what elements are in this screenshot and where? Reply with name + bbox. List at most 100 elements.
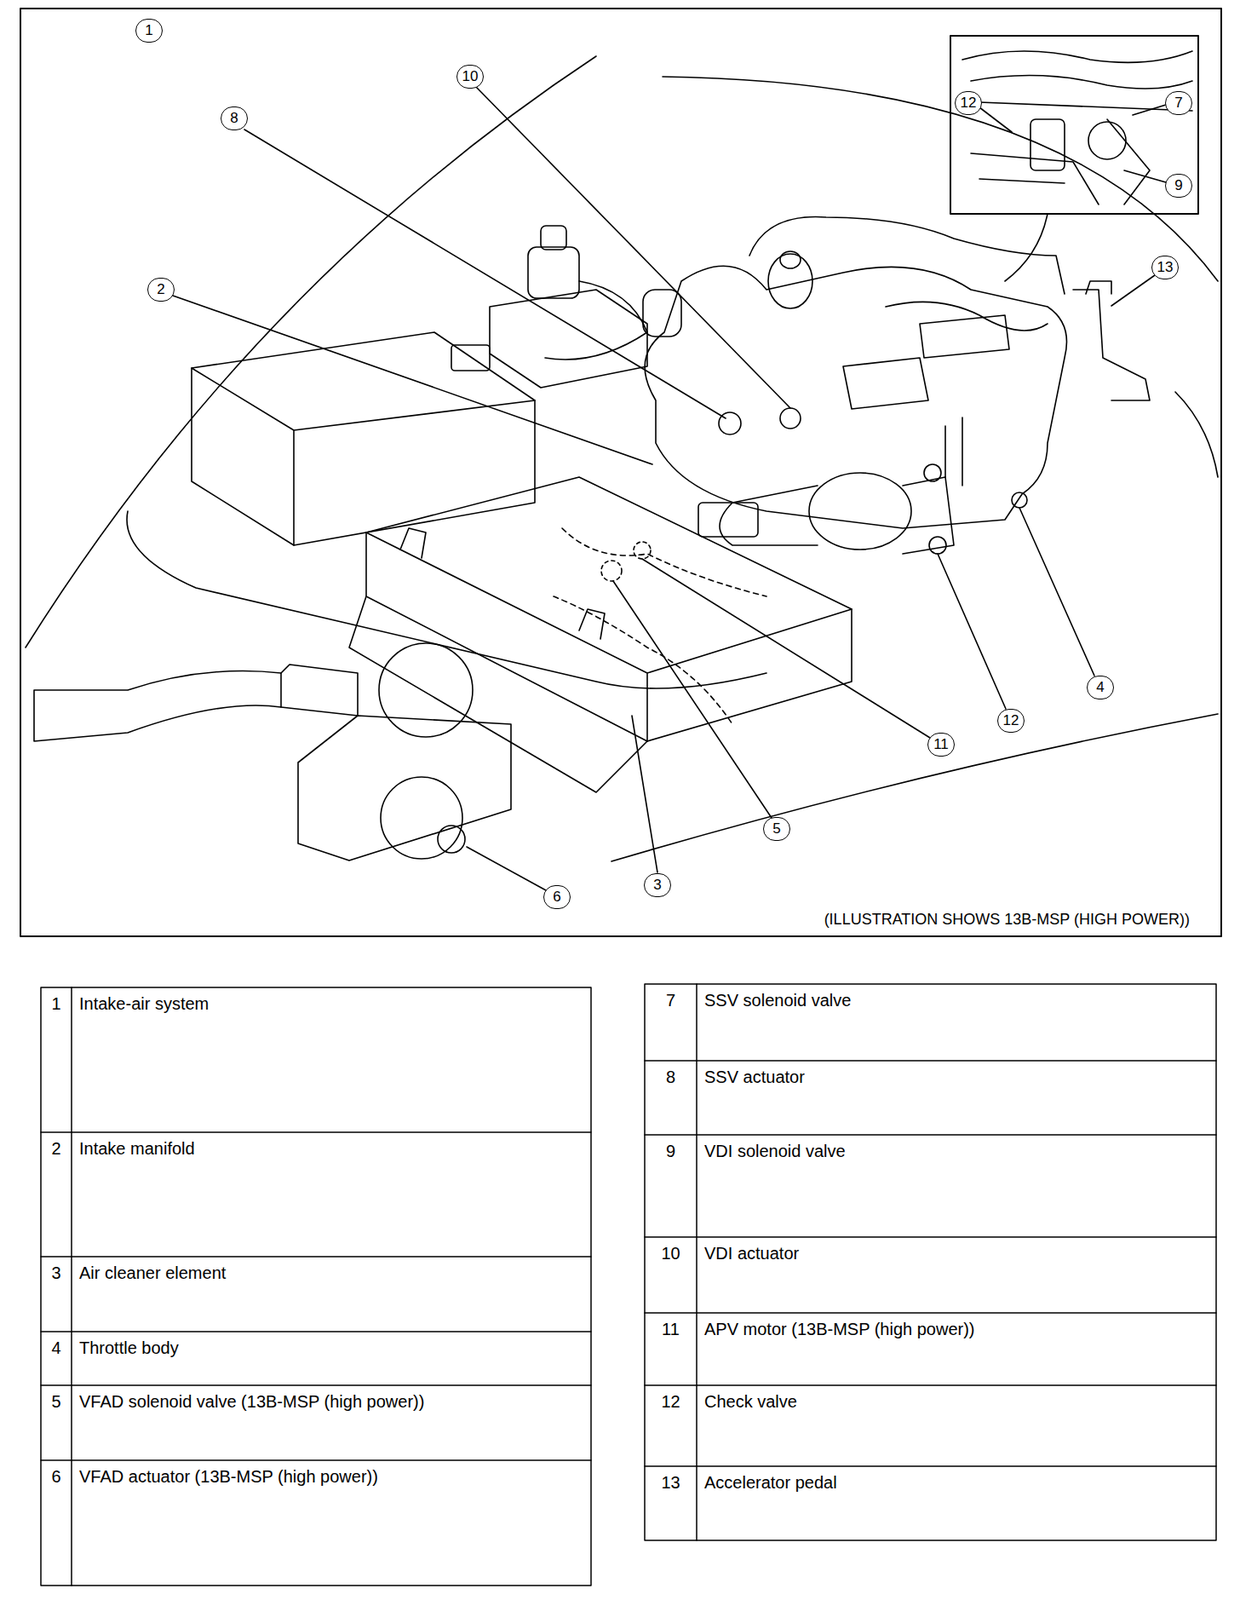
reservoir-cap (540, 225, 567, 250)
leader-line (1019, 507, 1095, 676)
callout-number: 2 (147, 277, 175, 302)
master-cylinder (489, 289, 648, 388)
battery (191, 367, 535, 546)
throttle-body (902, 476, 954, 554)
cowl-line (662, 76, 1218, 282)
callout-number: 8 (220, 106, 248, 131)
table-cell: VDI actuator (697, 1237, 1216, 1269)
filler-cap (768, 253, 813, 309)
table-cell: Intake-air system (72, 987, 591, 1019)
vfad-solenoid (601, 560, 622, 581)
table-cell: 2 (41, 1132, 71, 1164)
battery (191, 332, 535, 546)
table-cell: 4 (41, 1331, 71, 1363)
air-cleaner (366, 532, 852, 741)
callout-number: 5 (763, 816, 791, 841)
callout-number: 1 (135, 18, 163, 43)
table-cell: 6 (41, 1460, 71, 1492)
vfad-housing (378, 642, 473, 737)
accelerator-pedal (1073, 281, 1150, 401)
check-valve (1011, 492, 1028, 508)
leader-line (642, 558, 930, 738)
pipe (885, 301, 1048, 331)
vfad-actuator (437, 825, 465, 853)
intake-duct (34, 671, 282, 742)
inset-detail (1088, 121, 1126, 160)
vdi-actuator (780, 407, 801, 429)
body-line (611, 713, 1218, 862)
inset-detail (962, 51, 1193, 205)
callout-number: 9 (1165, 173, 1193, 198)
table-cell: VFAD solenoid valve (13B-MSP (high power… (72, 1385, 591, 1417)
callout-number: 10 (456, 64, 484, 89)
inset-frame (950, 35, 1199, 214)
table-cell: 8 (645, 1061, 696, 1092)
leader-line (1124, 170, 1166, 183)
leader-line (1132, 104, 1166, 115)
parts-table (40, 983, 1217, 1585)
clip (400, 528, 605, 639)
leader-line (1111, 275, 1155, 306)
inset-detail (1030, 119, 1065, 171)
callout-number: 12 (997, 708, 1025, 733)
callout-number: 7 (1165, 91, 1193, 115)
table-cell: Accelerator pedal (697, 1466, 1216, 1498)
callout-number: 13 (1151, 255, 1179, 280)
air-cleaner (366, 476, 852, 741)
body-line (1175, 391, 1218, 477)
table-cell: Intake manifold (72, 1132, 591, 1164)
leader-line (244, 129, 726, 419)
duct-joint (281, 664, 358, 716)
reservoir (528, 246, 580, 299)
bracket (919, 315, 1010, 358)
sensor (698, 502, 758, 537)
leader-line (476, 86, 791, 408)
table-cell: 12 (645, 1385, 696, 1417)
air-cleaner-lower (349, 596, 648, 793)
hose (545, 281, 648, 360)
table-cell: 10 (645, 1237, 696, 1269)
leader-line (172, 295, 653, 465)
inset-pointer (1004, 213, 1048, 282)
table-cell: Throttle body (72, 1331, 591, 1363)
callout-number: 6 (543, 884, 571, 909)
hidden-outline (553, 528, 767, 724)
apv-motor (633, 541, 651, 559)
table-cell: Air cleaner element (72, 1257, 591, 1288)
frame (20, 8, 1222, 936)
table-cell: SSV solenoid valve (697, 984, 1216, 1016)
callout-number: 12 (954, 91, 982, 115)
throttle-body (809, 472, 912, 550)
callout-number: 4 (1086, 675, 1114, 700)
check-valve (929, 536, 947, 554)
vfad-actuator (380, 776, 463, 859)
leader-line (631, 715, 658, 873)
leader-line (466, 846, 546, 890)
callout-number: 3 (643, 872, 672, 897)
table-cell: 1 (41, 987, 71, 1019)
intake-manifold (644, 265, 1067, 529)
table-cell: 7 (645, 984, 696, 1016)
leader-line (613, 580, 772, 818)
table-cell: 3 (41, 1257, 71, 1288)
table-cell: Check valve (697, 1385, 1216, 1417)
pipe (945, 417, 963, 486)
table-cell: 13 (645, 1466, 696, 1498)
fender-line (25, 56, 597, 648)
table-cell: 5 (41, 1385, 71, 1417)
leader-line (979, 107, 1012, 133)
table-cell: 11 (645, 1313, 696, 1344)
fresh-air-duct (298, 715, 511, 861)
sensor (451, 344, 490, 371)
bracket (843, 357, 929, 409)
filler-cap (780, 251, 801, 269)
leader-line (937, 553, 1006, 709)
table-cell: APV motor (13B-MSP (high power)) (697, 1313, 1216, 1344)
table-cell: 9 (645, 1135, 696, 1166)
caption-text: (ILLUSTRATION SHOWS 13B-MSP (HIGH POWER)… (821, 910, 1193, 929)
table-cell: VDI solenoid valve (697, 1135, 1216, 1166)
table-cell: SSV actuator (697, 1061, 1216, 1092)
table-cell: VFAD actuator (13B-MSP (high power)) (72, 1460, 591, 1492)
